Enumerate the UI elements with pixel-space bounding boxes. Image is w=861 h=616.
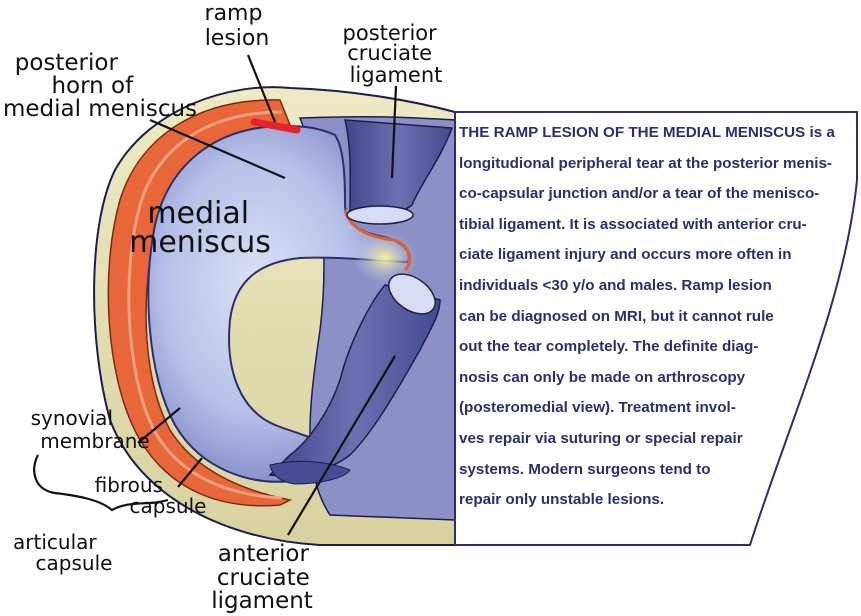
pcl-label: posterior cruciate ligament [343,21,444,87]
medial-meniscus-label: medial meniscus [129,196,271,260]
articular-capsule-label: articular capsule [13,530,112,575]
description-line: individuals <30 y/o and males. Ramp lesi… [459,271,857,302]
description-line: (posteromedial view). Treatment invol- [459,393,857,424]
description-text: THE RAMP LESION OF THE MEDIAL MENISCUS i… [459,118,857,516]
ramp-lesion-label: ramp lesion [205,1,270,51]
description-line: out the tear completely. The definite di… [459,332,857,363]
description-line: ves repair via suturing or special repai… [459,424,857,455]
description-line: repair only unstable lesions. [459,485,857,516]
description-line-1: THE RAMP LESION OF THE MEDIAL MENISCUS i… [459,118,857,149]
description-line: tibial ligament. It is associated with a… [459,210,857,241]
posterior-horn-label: posterior horn of medial meniscus [3,50,197,122]
description-line: can be diagnosed on MRI, but it cannot r… [459,302,857,333]
description-line: co-capsular junction and/or a tear of th… [459,179,857,210]
description-title: THE RAMP LESION OF THE MEDIAL MENISCUS [459,124,805,141]
acl-label: anterior cruciate ligament [211,541,317,614]
description-line: longitudional peripheral tear at the pos… [459,149,857,180]
pcl-cut-surface [347,206,413,224]
description-line: ciate ligament injury and occurs more of… [459,240,857,271]
description-line: systems. Modern surgeons tend to [459,455,857,486]
description-line-0: is a [805,124,835,141]
description-line: nosis can only be made on arthroscopy [459,363,857,394]
